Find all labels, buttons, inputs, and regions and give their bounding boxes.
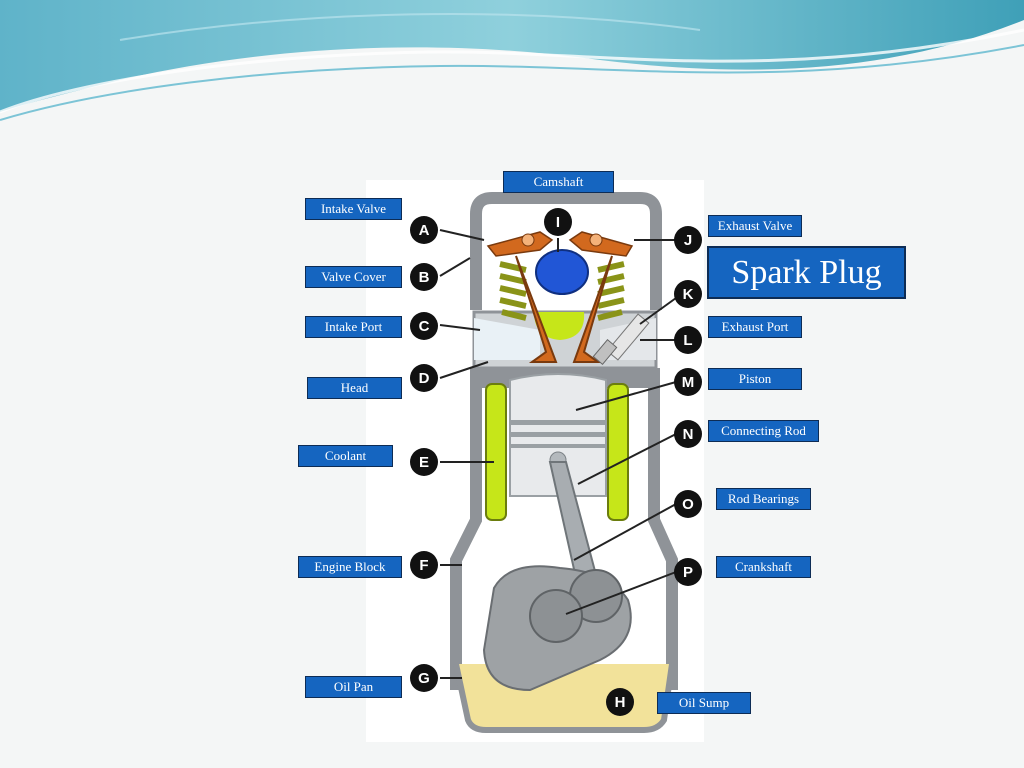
marker-a: A (410, 216, 438, 244)
marker-n: N (674, 420, 702, 448)
coolant-left (485, 383, 507, 521)
oil-pan (453, 663, 675, 733)
valve-cover (470, 192, 662, 310)
marker-c: C (410, 312, 438, 340)
label-oil-pan: Oil Pan (305, 676, 402, 698)
intake-rocker (486, 231, 554, 257)
coolant-right (607, 383, 629, 521)
svg-text:J: J (684, 232, 692, 249)
svg-text:M: M (682, 374, 695, 391)
marker-b: B (410, 263, 438, 291)
svg-text:O: O (682, 496, 694, 513)
marker-m: M (674, 368, 702, 396)
label-intake-port: Intake Port (305, 316, 402, 338)
svg-text:I: I (556, 214, 560, 231)
marker-i: I (544, 208, 572, 236)
svg-text:E: E (419, 454, 429, 471)
header-wave (0, 0, 1024, 121)
label-piston: Piston (708, 368, 802, 390)
marker-j: J (674, 226, 702, 254)
svg-text:P: P (683, 564, 693, 581)
svg-text:K: K (683, 286, 694, 303)
label-rod-bearings: Rod Bearings (716, 488, 811, 510)
label-head: Head (307, 377, 402, 399)
label-exhaust-port: Exhaust Port (708, 316, 802, 338)
marker-o: O (674, 490, 702, 518)
crankshaft (482, 565, 632, 692)
svg-text:N: N (683, 426, 694, 443)
svg-text:C: C (419, 318, 430, 335)
svg-text:H: H (615, 694, 626, 711)
label-exhaust-valve: Exhaust Valve (708, 215, 802, 237)
exhaust-valve (572, 255, 613, 363)
intake-port (474, 318, 540, 360)
combustion-chamber (534, 312, 585, 340)
camshaft-lobe (535, 249, 589, 295)
label-oil-sump: Oil Sump (657, 692, 751, 714)
svg-text:B: B (419, 269, 430, 286)
label-crankshaft: Crankshaft (716, 556, 811, 578)
spark-plug (592, 313, 650, 365)
marker-k: K (674, 280, 702, 308)
label-camshaft: Camshaft (503, 171, 614, 193)
svg-text:D: D (419, 370, 430, 387)
intake-spring (499, 261, 527, 321)
marker-l: L (674, 326, 702, 354)
label-connecting-rod: Connecting Rod (708, 420, 819, 442)
leader-lines (439, 229, 677, 679)
marker-f: F (410, 551, 438, 579)
svg-text:A: A (419, 222, 430, 239)
label-coolant: Coolant (298, 445, 393, 467)
label-engine-block: Engine Block (298, 556, 402, 578)
exhaust-spring (597, 261, 625, 321)
marker-p: P (674, 558, 702, 586)
marker-g: G (410, 664, 438, 692)
label-valve-cover: Valve Cover (305, 266, 402, 288)
engine-block (450, 368, 678, 690)
label-intake-valve: Intake Valve (305, 198, 402, 220)
marker-e: E (410, 448, 438, 476)
callout-spark-plug: Spark Plug (707, 246, 906, 299)
marker-h: H (606, 688, 634, 716)
intake-valve (515, 255, 558, 363)
svg-text:L: L (683, 332, 692, 349)
svg-text:G: G (418, 670, 430, 687)
marker-d: D (410, 364, 438, 392)
svg-text:F: F (419, 557, 428, 574)
